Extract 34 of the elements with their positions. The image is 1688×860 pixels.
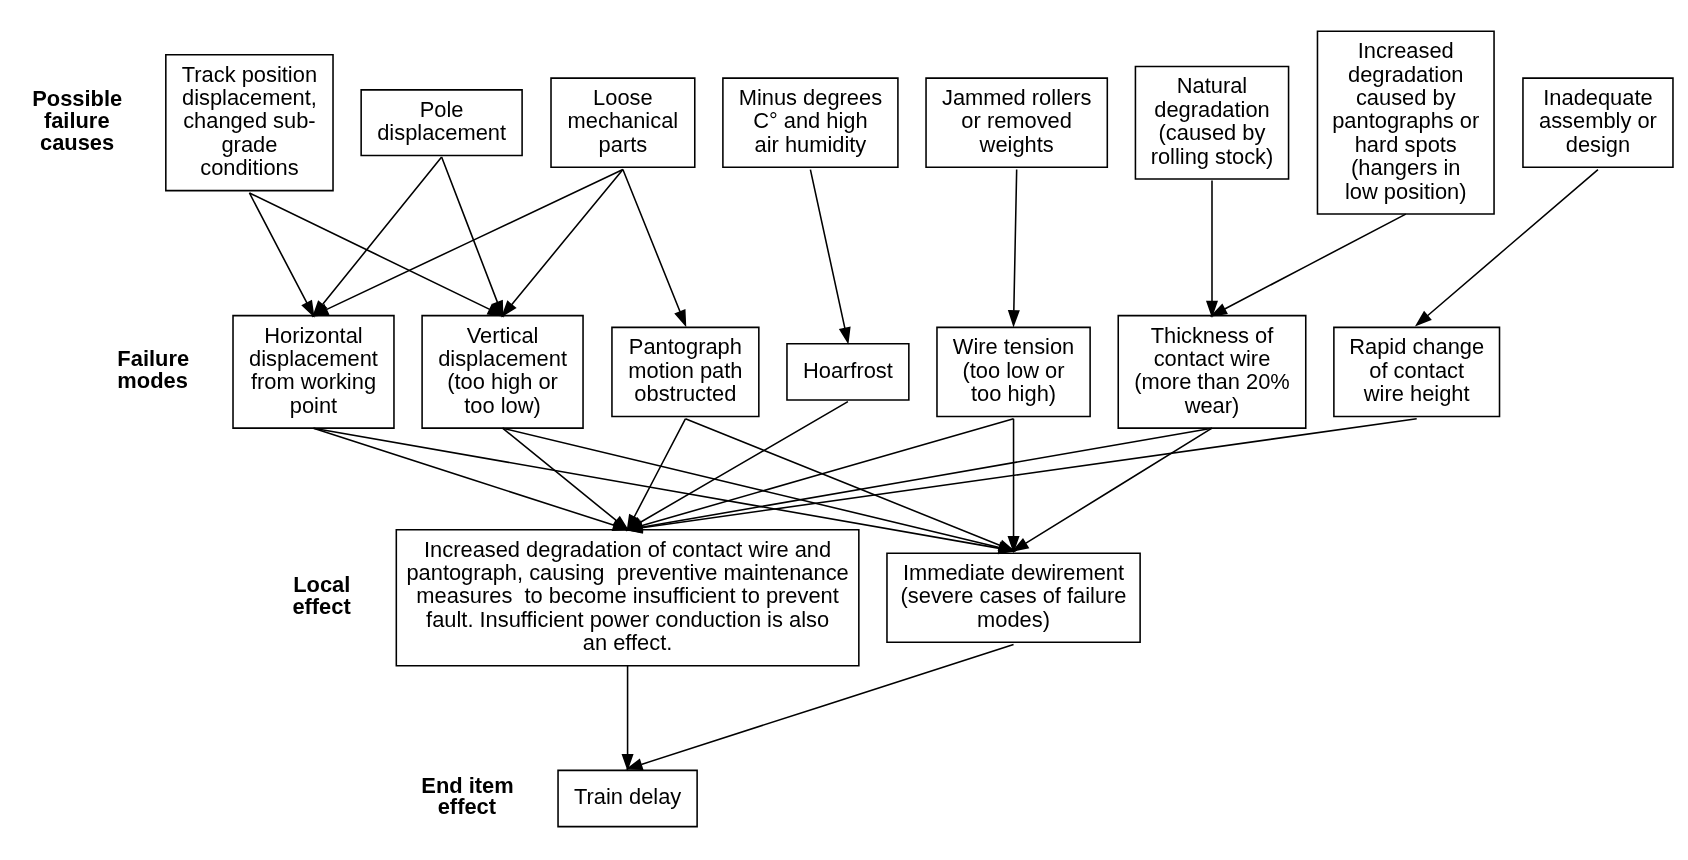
label: Possible failure causes bbox=[32, 85, 123, 155]
node-box: Rapid change of contact wire height bbox=[1333, 326, 1501, 417]
node-box: Train delay bbox=[557, 769, 698, 827]
arrow bbox=[622, 168, 687, 327]
arrow bbox=[621, 664, 634, 771]
node-box: Inadequate assembly or design bbox=[1522, 76, 1674, 168]
node-box: Pantograph motion path obstructed bbox=[611, 326, 760, 417]
node-box: Thickness of contact wire (more than 20% wear) bbox=[1117, 314, 1307, 429]
arrow bbox=[1414, 168, 1599, 327]
label: Failure modes bbox=[117, 345, 190, 393]
node-box: Horizontal displacement from working point bbox=[232, 314, 395, 429]
arrow bbox=[1011, 426, 1213, 552]
arrow bbox=[1205, 179, 1218, 318]
node-box: Minus degrees C° and high air humidity bbox=[722, 76, 899, 168]
node-box: Immediate dewirement (severe cases of failure modes) bbox=[886, 551, 1141, 643]
node-box: Increased degradation of contact wire and pantograph, causing preventive maintenance measures to become insufficient to prevent fault. Insufficient power conduction is also an effect. bbox=[395, 528, 860, 666]
arrow bbox=[1209, 212, 1407, 317]
arrow bbox=[625, 643, 1015, 770]
node-box: Increased degradation caused by pantographs or hard spots (hangers in low position) bbox=[1316, 29, 1495, 215]
label: End item effect bbox=[421, 772, 514, 819]
node-box: Vertical displacement (too high or too low) bbox=[421, 314, 584, 429]
arrow bbox=[1007, 417, 1020, 553]
node-box: Jammed rollers or removed weights bbox=[925, 76, 1109, 168]
arrow bbox=[248, 191, 315, 318]
arrow bbox=[809, 168, 851, 344]
node-box: Natural degradation (caused by rolling stock) bbox=[1134, 65, 1290, 180]
node-box: Wire tension (too low or too high) bbox=[936, 326, 1091, 417]
node-box: Hoarfrost bbox=[786, 342, 910, 401]
arrow bbox=[1007, 168, 1020, 327]
node-box: Loose mechanical parts bbox=[550, 76, 696, 168]
label: Local effect bbox=[292, 571, 351, 619]
node-box: Pole displacement bbox=[360, 88, 523, 156]
arrow bbox=[501, 168, 624, 317]
node-box: Track position displacement, changed sub-grade conditions bbox=[165, 53, 334, 191]
